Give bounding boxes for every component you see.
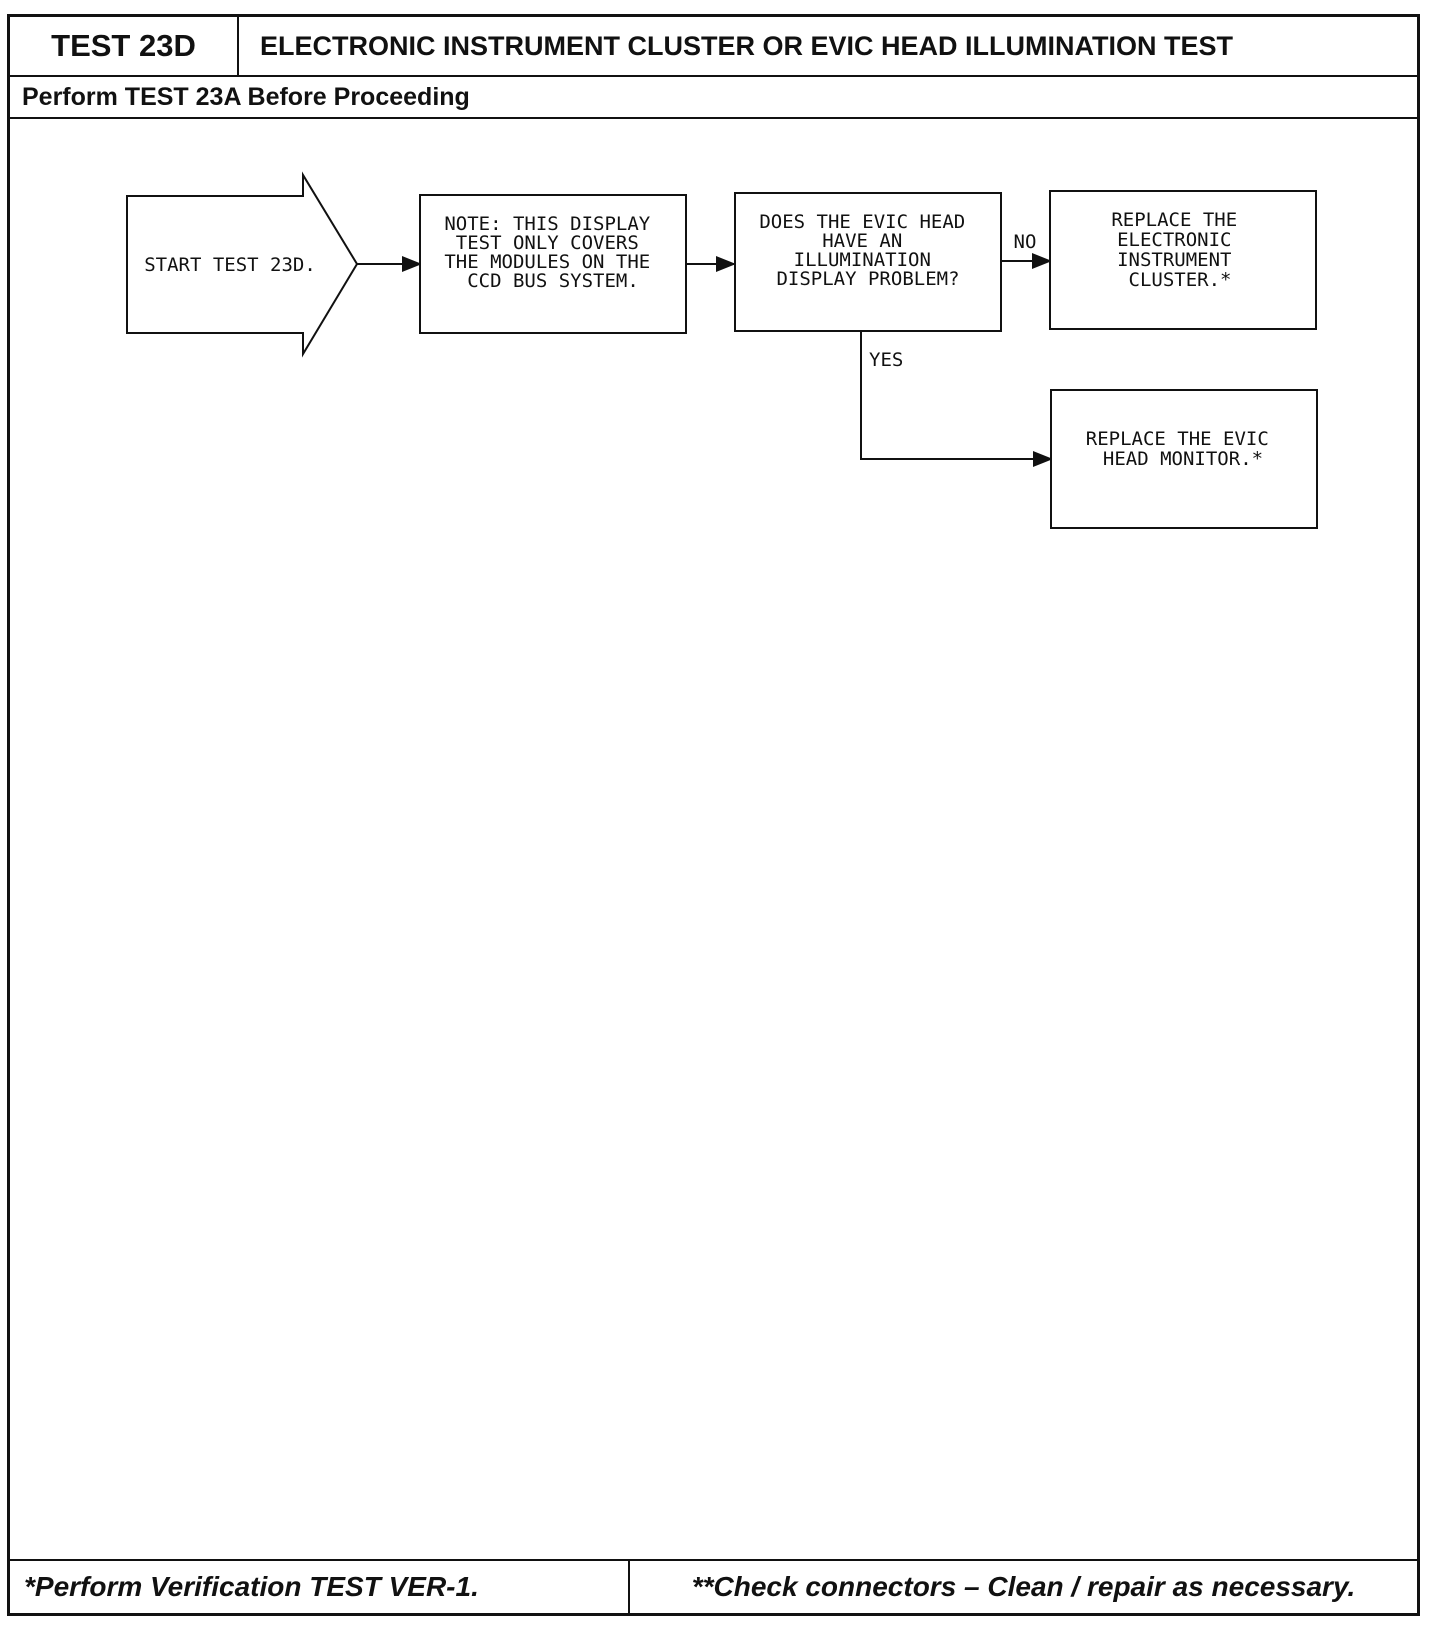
question-line: HAVE AN bbox=[822, 230, 902, 252]
no-action-line: INSTRUMENT bbox=[1117, 249, 1231, 271]
question-text: DOES THE EVIC HEAD HAVE AN ILLUMINATION … bbox=[759, 211, 976, 290]
no-label: NO bbox=[1014, 231, 1037, 253]
yes-action-text: REPLACE THE EVIC HEAD MONITOR.* bbox=[1086, 428, 1280, 470]
no-action-line: ELECTRONIC bbox=[1117, 229, 1231, 251]
note-text: NOTE: THIS DISPLAY TEST ONLY COVERS THE … bbox=[444, 213, 661, 292]
test-title: ELECTRONIC INSTRUMENT CLUSTER OR EVIC HE… bbox=[260, 30, 1233, 61]
question-line: DOES THE EVIC HEAD bbox=[759, 211, 965, 233]
test-id: TEST 23D bbox=[10, 17, 239, 75]
test-sheet: TEST 23D ELECTRONIC INSTRUMENT CLUSTER O… bbox=[7, 14, 1420, 1616]
note-line: NOTE: THIS DISPLAY bbox=[444, 213, 650, 235]
note-line: CCD BUS SYSTEM. bbox=[467, 270, 639, 292]
no-action-box bbox=[1049, 190, 1317, 330]
prerequisite-note: Perform TEST 23A Before Proceeding bbox=[10, 77, 1417, 119]
start-arrow-shape bbox=[126, 171, 359, 358]
footer-row: *Perform Verification TEST VER-1. **Chec… bbox=[10, 1559, 1417, 1613]
note-line: THE MODULES ON THE bbox=[444, 251, 650, 273]
no-action-text: REPLACE THE ELECTRONIC INSTRUMENT CLUSTE… bbox=[1111, 209, 1248, 291]
question-line: ILLUMINATION bbox=[794, 249, 931, 271]
verification-note: *Perform Verification TEST VER-1. bbox=[10, 1561, 630, 1613]
yes-label: YES bbox=[869, 349, 903, 371]
no-action-line: CLUSTER.* bbox=[1129, 269, 1232, 291]
yes-action-line: REPLACE THE EVIC bbox=[1086, 428, 1269, 450]
note-line: TEST ONLY COVERS bbox=[456, 232, 639, 254]
connector-yes bbox=[860, 331, 1053, 467]
start-label: START TEST 23D. bbox=[144, 254, 316, 276]
connectors-note: **Check connectors – Clean / repair as n… bbox=[691, 1571, 1356, 1602]
yes-action-line: HEAD MONITOR.* bbox=[1103, 448, 1263, 470]
yes-action-box bbox=[1050, 389, 1318, 529]
note-box bbox=[419, 194, 687, 334]
header-row: TEST 23D ELECTRONIC INSTRUMENT CLUSTER O… bbox=[10, 17, 1417, 77]
question-line: DISPLAY PROBLEM? bbox=[776, 268, 959, 290]
question-box bbox=[734, 192, 1002, 332]
no-action-line: REPLACE THE bbox=[1111, 209, 1237, 231]
